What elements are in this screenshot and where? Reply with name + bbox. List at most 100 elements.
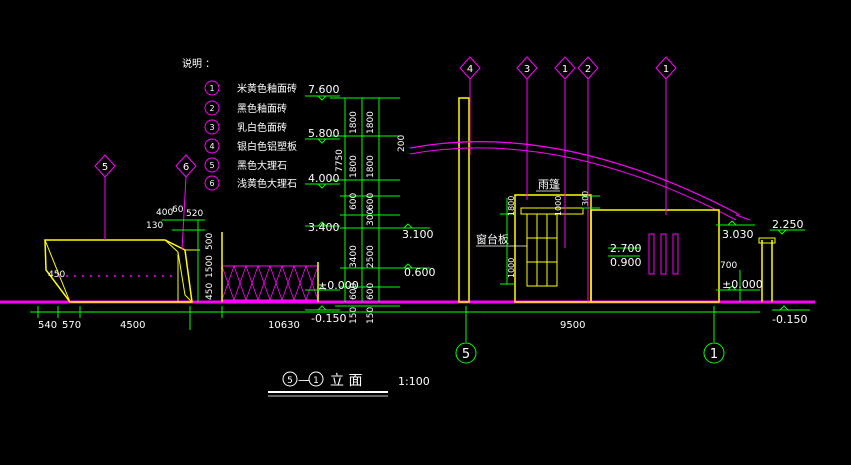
dim-text: 1800: [349, 111, 359, 134]
dim-text: 450: [205, 283, 215, 300]
elev-triangle: [403, 223, 413, 229]
dim-text: 400: [156, 208, 173, 218]
legend-item: 2 黑色釉面砖: [204, 100, 287, 116]
legend-marker-circle: [204, 138, 220, 154]
dim-text: 520: [186, 209, 203, 219]
elev-triangle: [727, 220, 737, 226]
elev-triangle: [317, 285, 327, 291]
material-marker-1b: 1: [655, 56, 677, 215]
legend-marker-circle: [204, 157, 220, 173]
elev-triangle: [317, 221, 327, 227]
dim-text: 130: [146, 221, 163, 231]
elev-triangle: [317, 305, 327, 311]
dim-text: 450: [48, 270, 65, 280]
elev-triangle: [727, 285, 737, 291]
dim-text: 4500: [120, 320, 145, 331]
axis-circle: [455, 342, 477, 364]
legend-item: 6 浅黄色大理石: [204, 175, 297, 191]
legend-marker-circle: [204, 80, 220, 96]
legend-marker-num: 2: [209, 104, 214, 113]
dim-text: 2500: [366, 245, 376, 268]
elev-triangle: [779, 305, 789, 311]
marker-label: 2: [585, 64, 591, 75]
title-dash: —: [298, 373, 310, 387]
dim-text: 300: [581, 191, 590, 206]
dim-text: 150: [366, 307, 376, 324]
elev-3030: 3.030: [722, 228, 754, 241]
title-circle-label: 5: [287, 376, 293, 386]
building-dims: 1800 1000 1000 300 2.700 0.900 3.030 2.2…: [500, 191, 810, 326]
dim-text: 7750: [335, 149, 345, 172]
legend-item: 3 乳白色面砖: [204, 119, 287, 135]
title-circle-label: 1: [313, 376, 319, 386]
axis-label: 1: [710, 347, 718, 362]
marker-label: 3: [524, 64, 530, 75]
legend-marker-circle: [204, 119, 220, 135]
horizontal-dimensions: 540 570 4500 10630 9500: [30, 306, 760, 340]
fence: [221, 232, 319, 302]
sill-board-label: 窗台板: [476, 232, 509, 246]
canopy-label: 雨篷: [538, 177, 560, 191]
tower-column: [458, 97, 470, 303]
title-circle: [282, 371, 298, 387]
dim-text: 600: [349, 193, 359, 210]
legend-marker-circle: [204, 175, 220, 191]
legend-item-text: 黑色大理石: [237, 159, 287, 172]
legend-item: 1 米黄色釉面砖: [204, 80, 297, 96]
elev-triangle: [317, 138, 327, 144]
material-marker-1: 1: [554, 56, 576, 248]
window-slot: [672, 233, 679, 275]
axis-label: 5: [462, 347, 470, 362]
legend-marker-num: 4: [209, 142, 214, 151]
elev-triangle: [317, 95, 327, 101]
elev-0150-right: -0.150: [772, 313, 807, 326]
title-text: 立 面: [330, 373, 362, 389]
dim-text: 600: [349, 283, 359, 300]
marker-label: 6: [183, 162, 189, 173]
elev-2250: 2.250: [772, 218, 804, 231]
legend-item: 5 黑色大理石: [204, 157, 287, 173]
elev-0900: 0.900: [610, 256, 642, 269]
roof-arc-outer: [409, 141, 741, 216]
elevation-markers-left: 7.600 5.800 4.000 3.400 3.100 0.600 ±0.0…: [305, 83, 436, 325]
dim-text: 500: [205, 233, 215, 250]
canopy-slab: [520, 207, 584, 215]
marker-label: 5: [102, 162, 108, 173]
dim-text: 1500: [205, 255, 215, 278]
elev-2700: 2.700: [610, 242, 642, 255]
legend-marker-num: 5: [209, 161, 214, 170]
dim-text: 3400: [349, 245, 359, 268]
sign-wall: [44, 239, 200, 303]
material-marker-5: 5: [94, 154, 116, 240]
elev-triangle: [403, 263, 413, 269]
marker-label: 1: [663, 64, 669, 75]
marker-label: 1: [562, 64, 568, 75]
axis-circle: [703, 342, 725, 364]
dim-text: 1800: [366, 155, 376, 178]
dim-text: 1800: [366, 111, 376, 134]
material-marker-2: 2: [577, 56, 599, 302]
building: 雨篷 窗台板: [409, 97, 776, 303]
elev-3100: 3.100: [402, 228, 434, 241]
material-marker-4: 4: [459, 56, 481, 155]
legend-item-text: 银白色铝塑板: [237, 140, 297, 153]
sign-wall-outline: [44, 239, 193, 303]
legend-marker-num: 1: [209, 84, 214, 93]
dim-text: 10630: [268, 320, 300, 331]
legend-item-text: 乳白色面砖: [237, 121, 287, 134]
dim-text: 200: [397, 135, 407, 152]
dim-text: 1000: [554, 196, 563, 216]
dim-text: 600: [366, 193, 376, 210]
sign-wall-dims: 400 60 520 130 450 500 1500 450: [48, 205, 215, 302]
dim-text: 700: [720, 261, 737, 271]
legend-item: 4 银白色铝塑板: [204, 138, 297, 154]
roof-arc-inner: [409, 147, 737, 221]
title-scale: 1:100: [398, 375, 430, 388]
fence-lattice: [221, 264, 319, 302]
dim-text: 300: [366, 209, 376, 226]
dim-text: 600: [366, 283, 376, 300]
legend-marker-num: 3: [209, 123, 214, 132]
legend-title: 说明 ：: [182, 57, 215, 70]
elev-3400: 3.400: [308, 221, 340, 234]
